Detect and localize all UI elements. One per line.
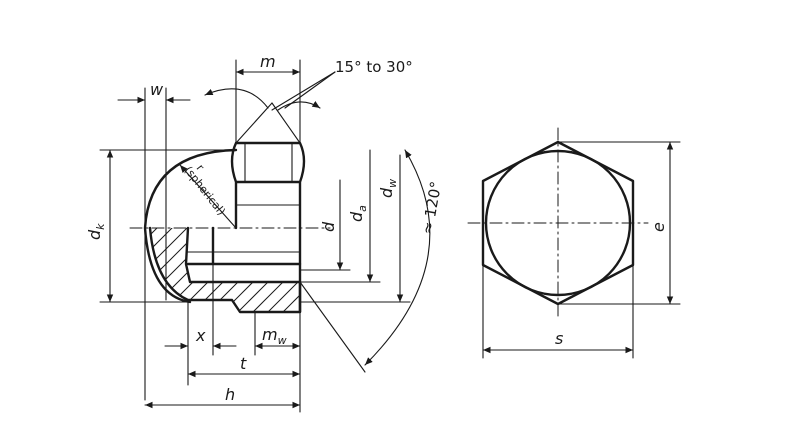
label-s: s [555, 329, 563, 348]
dim-e: e [557, 141, 681, 305]
cap-nut-section-view [129, 102, 331, 314]
radius-leader [179, 164, 237, 229]
dim-s: s [482, 264, 634, 359]
section-hatching [150, 228, 300, 312]
dim-chamfer-angle: 15° to 30° [204, 58, 413, 111]
label-angle-range: 15° to 30° [335, 58, 413, 76]
label-t: t [240, 354, 247, 373]
dim-h: h [144, 384, 301, 413]
label-x: x [195, 326, 206, 345]
label-mw: mw [262, 325, 287, 347]
label-h: h [225, 385, 235, 404]
dim-dk: dk [85, 149, 237, 303]
hex-top-view [467, 127, 649, 321]
label-m: m [260, 52, 276, 71]
chamfer-line [235, 102, 273, 144]
label-e: e [649, 222, 668, 232]
label-dw: dw [377, 179, 399, 198]
section-outline [148, 226, 302, 314]
label-r: r [194, 162, 207, 174]
label-da: da [347, 205, 369, 222]
label-d: d [319, 221, 338, 232]
label-radius-group: r (spherical) [182, 162, 228, 218]
label-w: w [150, 80, 164, 99]
label-spherical: (spherical) [182, 164, 228, 218]
dim-w: w [117, 80, 191, 401]
dim-d: d [299, 179, 351, 271]
hex-body-upper [230, 141, 306, 230]
dim-m: m [235, 52, 301, 144]
dim-bearing-angle: ≈ 120° [299, 149, 445, 373]
label-dk: dk [85, 223, 107, 240]
chamfer-line [271, 102, 301, 144]
dim-mw: mw [254, 311, 301, 386]
dim-t: t [187, 354, 301, 378]
